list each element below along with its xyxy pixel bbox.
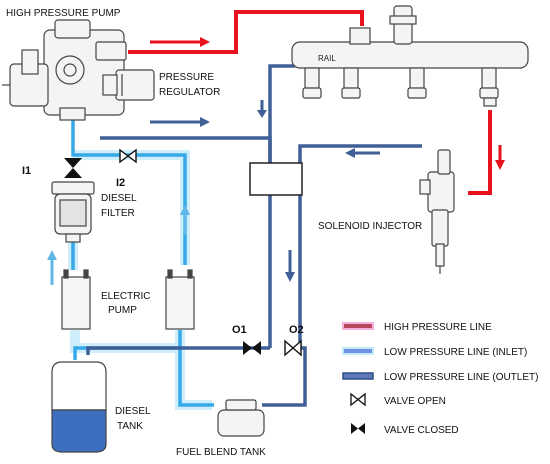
solenoid-injector <box>419 149 455 274</box>
legend-valve-closed-icon <box>351 423 365 434</box>
blend-tank-label: FUEL BLEND TANK <box>176 447 266 458</box>
filter-label-line2: FILTER <box>101 208 135 219</box>
rail-to-injector-line <box>468 110 492 195</box>
fuel-blend-tank <box>217 399 265 437</box>
pressure-regulator <box>102 69 155 101</box>
legend-closed-label: VALVE CLOSED <box>384 425 459 436</box>
high-pressure-pump <box>2 19 127 121</box>
legend-inlet-label: LOW PRESSURE LINE (INLET) <box>384 347 527 358</box>
rail-return-line <box>268 64 295 164</box>
regulator-label-line2: REGULATOR <box>159 87 220 98</box>
legend-high-label: HIGH PRESSURE LINE <box>384 322 492 333</box>
high-pressure-lines <box>128 10 492 195</box>
pump-to-rail-line <box>128 10 364 54</box>
legend-valve-open-icon <box>350 392 366 407</box>
filter-label-line1: DIESEL <box>101 193 137 204</box>
electric-pump-right <box>165 269 195 330</box>
valve-o1-label: O1 <box>232 324 247 336</box>
valve-i1-label: I1 <box>22 165 31 177</box>
flow-arrows <box>47 37 505 285</box>
fuel-rail <box>291 5 529 107</box>
outlet-lines <box>86 64 422 407</box>
valve-i1-closed[interactable] <box>64 158 82 178</box>
legend-outlet-swatch <box>342 372 374 380</box>
rail-label: RAIL <box>318 54 336 63</box>
valve-i2-label: I2 <box>116 177 125 189</box>
diesel-tank-label-line2: TANK <box>117 421 143 432</box>
pump-label: HIGH PRESSURE PUMP <box>6 8 121 19</box>
blend-return-line <box>262 346 307 407</box>
legend-outlet-label: LOW PRESSURE LINE (OUTLET) <box>384 372 538 383</box>
return-collector <box>249 162 303 196</box>
pump-to-blend-tank-line <box>178 330 214 407</box>
valve-o2-open[interactable] <box>284 339 302 357</box>
electric-pump-label-line1: ELECTRIC <box>101 291 150 302</box>
injector-return-line <box>298 144 422 164</box>
valve-o1-closed[interactable] <box>243 341 261 355</box>
legend-inlet-swatch <box>342 347 374 355</box>
valve-i2-open[interactable] <box>119 148 137 164</box>
legend: HIGH PRESSURE LINE LOW PRESSURE LINE (IN… <box>342 322 538 436</box>
electric-pump-left <box>61 269 91 330</box>
diesel-tank <box>51 361 107 453</box>
legend-high-swatch <box>342 322 374 330</box>
regulator-label-line1: PRESSURE <box>159 72 214 83</box>
legend-open-label: VALVE OPEN <box>384 396 446 407</box>
valve-o2-label: O2 <box>289 324 304 336</box>
diesel-filter <box>51 181 95 243</box>
diesel-tank-label-line1: DIESEL <box>115 406 151 417</box>
electric-pump-label-line2: PUMP <box>108 305 137 316</box>
injector-label: SOLENOID INJECTOR <box>318 221 422 232</box>
